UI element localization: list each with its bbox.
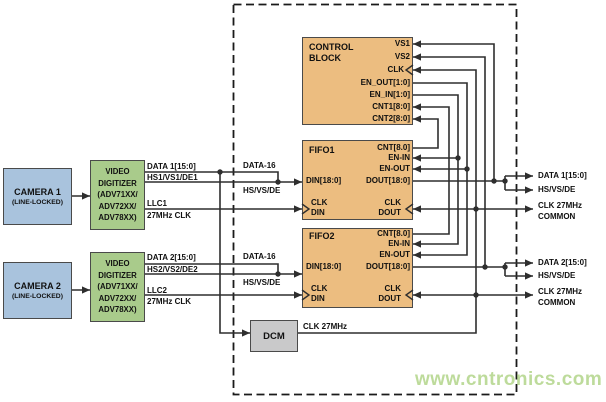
fifo2-port-cnt: CNT[8.0] (377, 229, 410, 238)
fifo1-port-clk-din-2: DIN (311, 208, 325, 217)
control-port-cnt1: CNT1[8:0] (372, 102, 410, 111)
output-label-hsvsde1: HS/VS/DE (538, 185, 576, 194)
digitizer1-line1: VIDEO (105, 167, 130, 177)
control-port-vs1: VS1 (394, 39, 410, 48)
fifo1-port-en-out: EN-OUT (379, 164, 410, 173)
output-label-data2: DATA 2[15:0] (538, 258, 587, 267)
digitizer2-line3: (ADV71XX/ (97, 282, 138, 292)
fifo1-port-clk-dout-1: CLK (384, 198, 401, 207)
camera1-block: CAMERA 1 (LINE-LOCKED) (3, 168, 72, 225)
wire-label-dcm-clk: CLK 27MHz (303, 322, 348, 331)
control-title-line2: BLOCK (309, 52, 341, 63)
fifo1-title: FIFO1 (309, 145, 335, 155)
camera2-subtitle: (LINE-LOCKED) (12, 292, 63, 300)
fifo2-port-en-in: EN-IN (388, 239, 410, 248)
output-label-clk-common1a: CLK 27MHz (538, 201, 583, 210)
fifo1-port-dout: DOUT[18:0] (365, 176, 410, 185)
fifo2-title: FIFO2 (309, 231, 335, 241)
digitizer2-line5: ADV78XX) (98, 305, 137, 315)
camera2-title: CAMERA 2 (14, 280, 61, 291)
output-label-clk-common2a: CLK 27MHz (538, 287, 583, 296)
wire-label-hsvsde-2: HS/VS/DE (243, 278, 281, 287)
control-port-clk: CLK (387, 65, 404, 74)
fifo2-port-clk-din-2: DIN (311, 294, 325, 303)
control-title-line1: CONTROL (309, 42, 354, 52)
fifo2-port-clk-din-1: CLK (311, 284, 328, 293)
wire-label-27mhz-1: 27MHz CLK (147, 211, 192, 220)
fifo2-port-clk-dout-2: DOUT (378, 294, 401, 303)
digitizer1-line4: ADV72XX/ (98, 201, 137, 211)
output-label-clk-common1b: COMMON (538, 212, 576, 221)
fifo2-port-dout: DOUT[18:0] (365, 262, 410, 271)
wire-label-27mhz-2: 27MHz CLK (147, 297, 192, 306)
fifo1-port-clk-din-1: CLK (311, 198, 328, 207)
camera2-block: CAMERA 2 (LINE-LOCKED) (3, 262, 72, 319)
wire-label-data2: DATA 2[15:0] (147, 253, 196, 262)
wire-label-hs2: HS2/VS2/DE2 (147, 265, 198, 274)
wire-label-hs1: HS1/VS1/DE1 (147, 173, 198, 182)
wire-label-data1: DATA 1[15:0] (147, 162, 196, 171)
watermark: www.cntronics.com (415, 369, 603, 390)
camera1-subtitle: (LINE-LOCKED) (12, 198, 63, 206)
output-label-data1: DATA 1[15:0] (538, 171, 587, 180)
fifo1-port-din: DIN[18:0] (306, 176, 342, 185)
wire-label-llc2: LLC2 (147, 286, 167, 295)
fifo1-port-en-in: EN-IN (388, 153, 410, 162)
digitizer2-line1: VIDEO (105, 259, 130, 269)
video-digitizer2-block: VIDEO DIGITIZER (ADV71XX/ ADV72XX/ ADV78… (90, 252, 145, 322)
output-label-hsvsde2: HS/VS/DE (538, 271, 576, 280)
control-title: CONTROL BLOCK (309, 42, 354, 63)
digitizer2-line4: ADV72XX/ (98, 293, 137, 303)
fifo2-port-clk-dout-1: CLK (384, 284, 401, 293)
video-digitizer1-block: VIDEO DIGITIZER (ADV71XX/ ADV72XX/ ADV78… (90, 160, 145, 230)
fifo1-port-clk-dout-2: DOUT (378, 208, 401, 217)
camera1-title: CAMERA 1 (14, 186, 61, 197)
fifo2-port-en-out: EN-OUT (379, 250, 410, 259)
wire-label-llc1: LLC1 (147, 199, 167, 208)
digitizer1-line5: ADV78XX) (98, 213, 137, 223)
fifo1-port-cnt: CNT[8.0] (377, 143, 410, 152)
digitizer2-line2: DIGITIZER (98, 270, 137, 280)
control-port-en-in: EN_IN[1:0] (369, 90, 410, 99)
wire-label-data16-1: DATA-16 (243, 161, 276, 170)
wire-label-data16-2: DATA-16 (243, 252, 276, 261)
dcm-title: DCM (263, 330, 285, 342)
control-port-vs2: VS2 (394, 52, 410, 61)
fifo2-port-din: DIN[18:0] (306, 262, 342, 271)
wire-label-hsvsde-1: HS/VS/DE (243, 186, 281, 195)
control-port-cnt2: CNT2[8:0] (372, 114, 410, 123)
digitizer1-line3: (ADV71XX/ (97, 190, 138, 200)
dcm-block: DCM (250, 320, 298, 352)
output-label-clk-common2b: COMMON (538, 298, 576, 307)
digitizer1-line2: DIGITIZER (98, 178, 137, 188)
control-port-en-out: EN_OUT[1:0] (360, 78, 410, 87)
